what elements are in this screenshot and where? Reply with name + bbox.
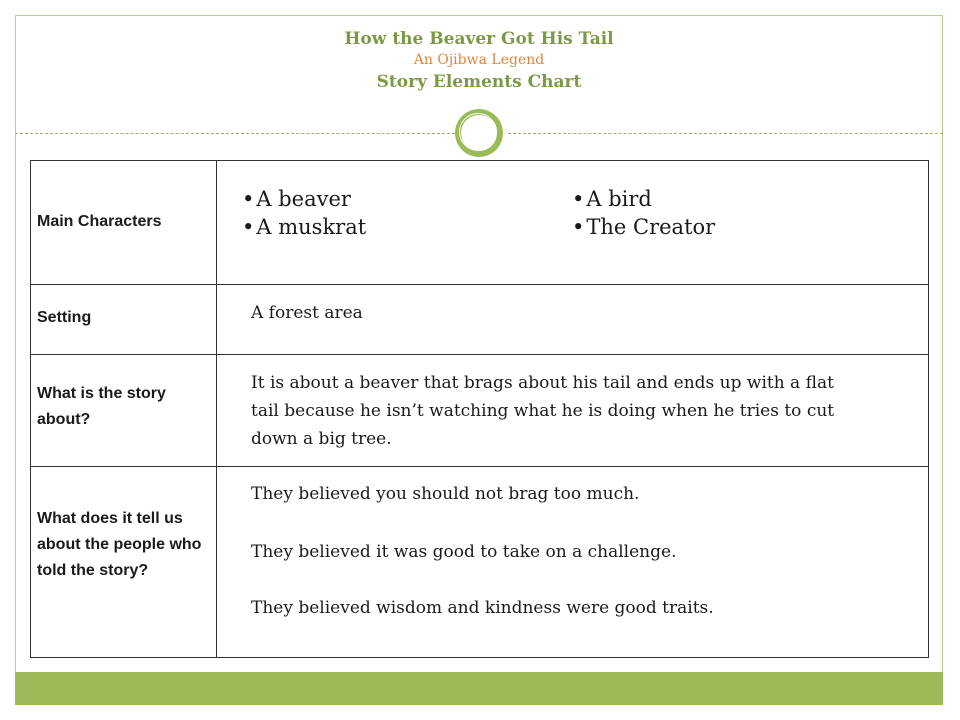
story-about-text: It is about a beaver that brags about hi… [251, 373, 835, 449]
characters-list: A beaver A muskrat A bird The Creator [217, 161, 928, 284]
footer-bar [15, 672, 943, 705]
header-divider-right [508, 133, 943, 134]
character-item: A muskrat [242, 213, 366, 241]
table-row-setting: Setting A forest area [30, 284, 929, 355]
setting-cell: A forest area [216, 284, 929, 355]
characters-column-left: A beaver A muskrat [242, 185, 366, 241]
circle-ornament-icon [455, 109, 503, 157]
setting-text: A forest area [251, 303, 363, 323]
row-label: Setting [37, 309, 92, 326]
circle-ornament-center [461, 115, 497, 151]
row-label-cell: What is the story about? [30, 354, 217, 467]
title-block: How the Beaver Got His Tail An Ojibwa Le… [15, 28, 943, 94]
character-item: The Creator [572, 213, 715, 241]
table-row-people: What does it tell us about the people wh… [30, 466, 929, 658]
people-beliefs-cell: They believed you should not brag too mu… [216, 466, 929, 658]
row-label: What is the story about? [37, 385, 166, 428]
row-label: Main Characters [37, 213, 162, 230]
header-divider-left [15, 133, 455, 134]
main-characters-cell: A beaver A muskrat A bird The Creator [216, 160, 929, 285]
page-subtitle: An Ojibwa Legend [413, 52, 545, 68]
table-row-story-about: What is the story about? It is about a b… [30, 354, 929, 467]
chart-title: Story Elements Chart [376, 72, 582, 92]
belief-line: They believed it was good to take on a c… [251, 542, 677, 562]
belief-line: They believed wisdom and kindness were g… [251, 598, 714, 618]
row-label: What does it tell us about the people wh… [37, 510, 202, 579]
story-elements-table: Main Characters A beaver A muskrat A bir… [30, 160, 929, 658]
row-label-cell: Setting [30, 284, 217, 355]
character-item: A bird [572, 185, 715, 213]
row-label-cell: Main Characters [30, 160, 217, 285]
characters-column-right: A bird The Creator [572, 185, 715, 241]
character-item: A beaver [242, 185, 366, 213]
table-row-main-characters: Main Characters A beaver A muskrat A bir… [30, 160, 929, 285]
belief-line: They believed you should not brag too mu… [251, 484, 640, 504]
story-about-cell: It is about a beaver that brags about hi… [216, 354, 929, 467]
page-title: How the Beaver Got His Tail [344, 29, 614, 49]
row-label-cell: What does it tell us about the people wh… [30, 466, 217, 658]
